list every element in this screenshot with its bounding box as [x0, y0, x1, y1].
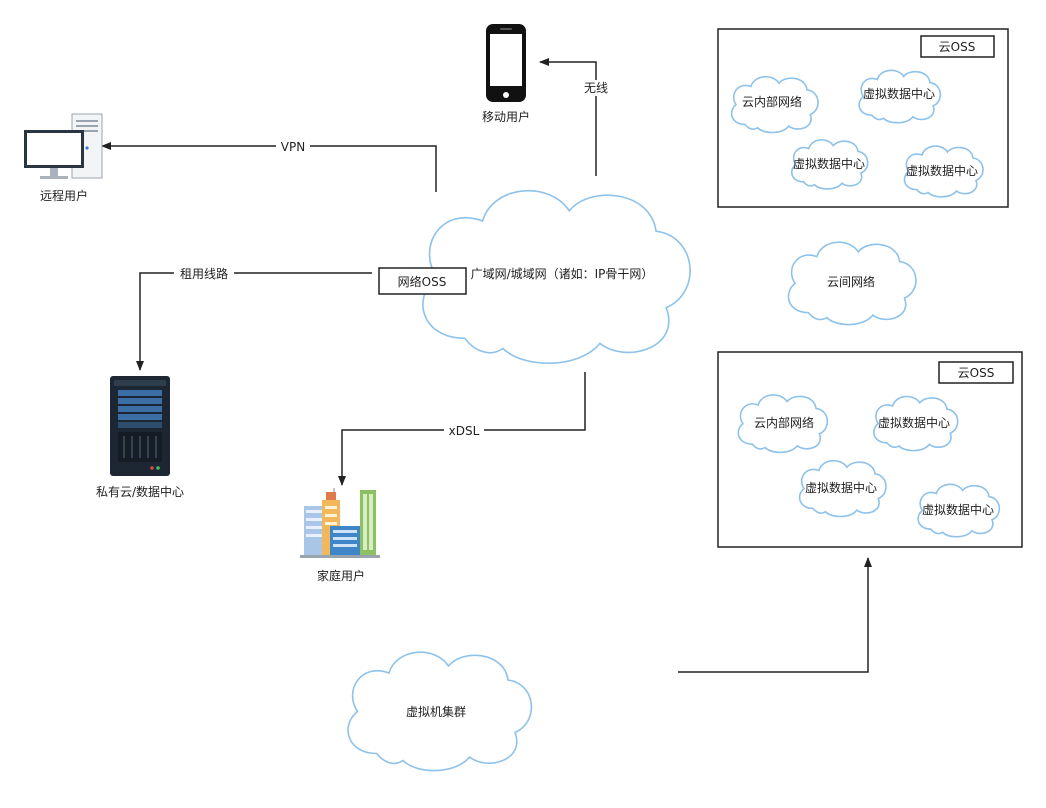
- cloud-oss-bottom-label: 云OSS: [958, 366, 995, 380]
- wireless-line: [539, 58, 597, 176]
- vpn-label: VPN: [281, 140, 305, 154]
- home-user-label: 家庭用户: [317, 568, 365, 583]
- server-rack-icon: [110, 376, 170, 476]
- vdc-bottom-2: 虚拟数据中心: [805, 480, 877, 495]
- inter-cloud-label: 云间网络: [827, 274, 875, 289]
- vm-cluster-label: 虚拟机集群: [406, 704, 466, 719]
- smartphone-icon: [486, 24, 526, 102]
- vdc-bottom-1: 虚拟数据中心: [878, 415, 950, 430]
- cloud-frame-bottom: 云OSS 云内部网络 虚拟数据中心 虚拟数据中心 虚拟数据中心: [717, 351, 1023, 548]
- leased-line: [136, 272, 372, 371]
- wan-cloud: 广域网/城域网（诸如：IP骨干网）: [423, 191, 690, 364]
- remote-user-label: 远程用户: [40, 188, 88, 203]
- inter-cloud-network: 云间网络: [787, 241, 918, 326]
- mobile-user-label: 移动用户: [482, 109, 530, 124]
- desktop-computer-icon: [24, 113, 103, 179]
- internal-net-bottom: 云内部网络: [754, 415, 814, 430]
- vm-cluster-line: [678, 557, 872, 673]
- vpn-line: [101, 142, 437, 192]
- network-oss-box: 网络OSS: [378, 267, 467, 295]
- cloud-oss-top-label: 云OSS: [939, 40, 976, 54]
- internal-net-top: 云内部网络: [742, 94, 802, 109]
- buildings-icon: [300, 488, 380, 558]
- private-cloud: 私有云/数据中心: [96, 376, 184, 499]
- vm-cluster-cloud: 虚拟机集群: [348, 652, 531, 770]
- private-cloud-label: 私有云/数据中心: [96, 484, 184, 499]
- mobile-user: 移动用户: [482, 24, 530, 124]
- vdc-bottom-3: 虚拟数据中心: [922, 502, 994, 517]
- remote-user: 远程用户: [24, 113, 103, 203]
- xdsl-label: xDSL: [449, 424, 480, 438]
- wan-label: 广域网/城域网（诸如：IP骨干网）: [471, 266, 654, 281]
- cloud-frame-top: 云OSS 云内部网络 虚拟数据中心 虚拟数据中心 虚拟数据中心: [717, 28, 1009, 208]
- vdc-top-3: 虚拟数据中心: [906, 163, 978, 178]
- wireless-label: 无线: [584, 81, 608, 95]
- home-user: 家庭用户: [300, 488, 380, 583]
- vdc-top-1: 虚拟数据中心: [863, 86, 935, 101]
- vdc-top-2: 虚拟数据中心: [793, 156, 865, 171]
- leased-line-label: 租用线路: [180, 266, 228, 281]
- network-oss-label: 网络OSS: [398, 274, 447, 289]
- edge-labels: VPN 无线 租用线路 xDSL: [174, 80, 610, 438]
- connectors: [101, 58, 872, 673]
